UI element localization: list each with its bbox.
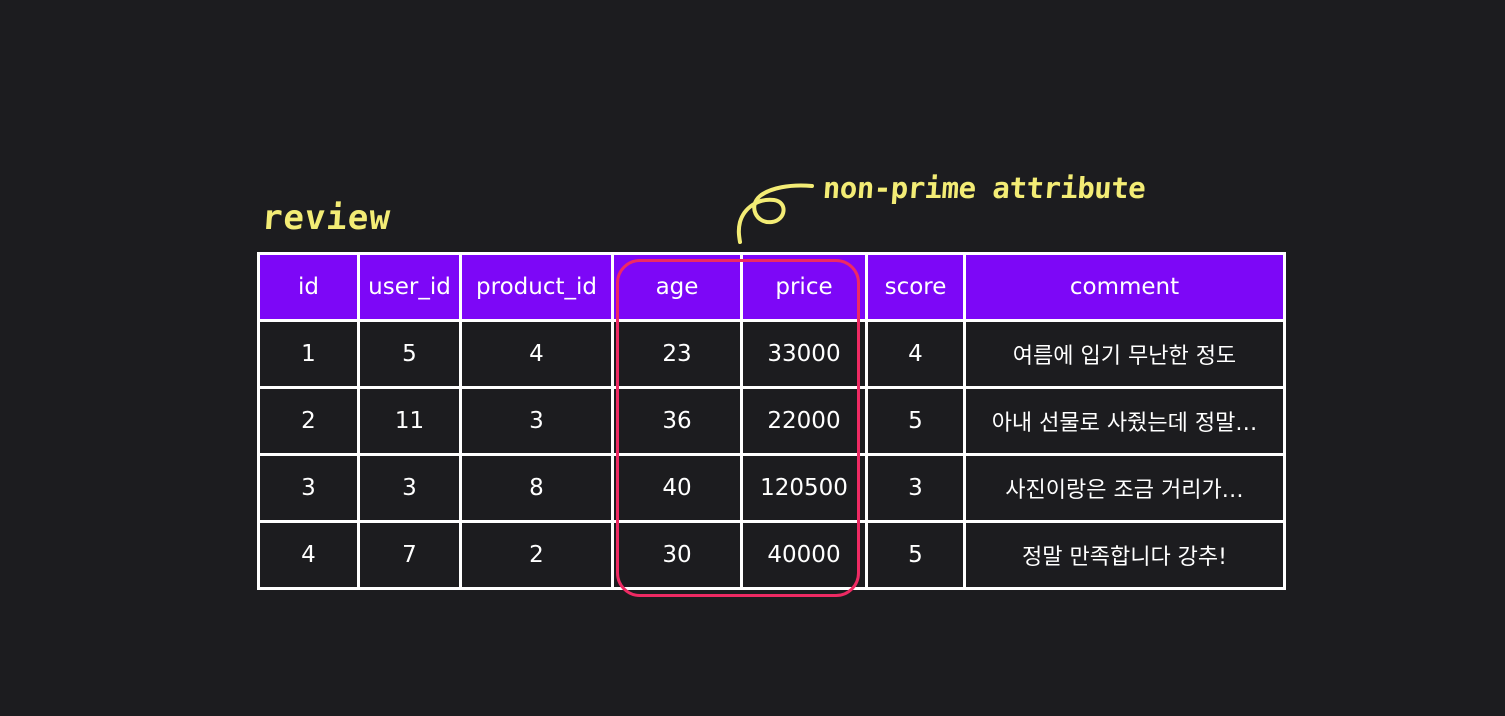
header-user-id: user_id	[357, 252, 462, 322]
table-row: 4 7 2 30 40000 5 정말 만족합니다 강추!	[257, 520, 1286, 590]
cell-age: 30	[611, 520, 743, 590]
cell-score: 5	[865, 386, 966, 456]
cell-comment: 여름에 입기 무난한 정도	[963, 319, 1286, 389]
header-age: age	[611, 252, 743, 322]
cell-comment: 정말 만족합니다 강추!	[963, 520, 1286, 590]
header-price: price	[740, 252, 868, 322]
header-id: id	[257, 252, 360, 322]
table-row: 1 5 4 23 33000 4 여름에 입기 무난한 정도	[257, 319, 1286, 389]
header-comment: comment	[963, 252, 1286, 322]
curl-stroke	[736, 183, 814, 244]
cell-product-id: 4	[459, 319, 614, 389]
header-score: score	[865, 252, 966, 322]
cell-id: 3	[257, 453, 360, 523]
cell-price: 22000	[740, 386, 868, 456]
cell-price: 33000	[740, 319, 868, 389]
table-row: 3 3 8 40 120500 3 사진이랑은 조금 거리가…	[257, 453, 1286, 523]
cell-comment: 사진이랑은 조금 거리가…	[963, 453, 1286, 523]
cell-age: 23	[611, 319, 743, 389]
annotation-label: non-prime attribute	[821, 171, 1147, 205]
table-title: review	[260, 198, 393, 238]
table-row: 2 11 3 36 22000 5 아내 선물로 사줬는데 정말…	[257, 386, 1286, 456]
cell-id: 2	[257, 386, 360, 456]
cell-product-id: 3	[459, 386, 614, 456]
cell-product-id: 2	[459, 520, 614, 590]
header-row: id user_id product_id age price score co…	[257, 252, 1286, 322]
cell-price: 120500	[740, 453, 868, 523]
cell-user-id: 11	[357, 386, 462, 456]
cell-score: 5	[865, 520, 966, 590]
cell-id: 4	[257, 520, 360, 590]
cell-age: 36	[611, 386, 743, 456]
cell-user-id: 3	[357, 453, 462, 523]
cell-user-id: 7	[357, 520, 462, 590]
cell-score: 4	[865, 319, 966, 389]
cell-product-id: 8	[459, 453, 614, 523]
review-table: id user_id product_id age price score co…	[257, 252, 1286, 590]
cell-comment: 아내 선물로 사줬는데 정말…	[963, 386, 1286, 456]
cell-age: 40	[611, 453, 743, 523]
cell-user-id: 5	[357, 319, 462, 389]
cell-score: 3	[865, 453, 966, 523]
cell-price: 40000	[740, 520, 868, 590]
cell-id: 1	[257, 319, 360, 389]
header-product-id: product_id	[459, 252, 614, 322]
